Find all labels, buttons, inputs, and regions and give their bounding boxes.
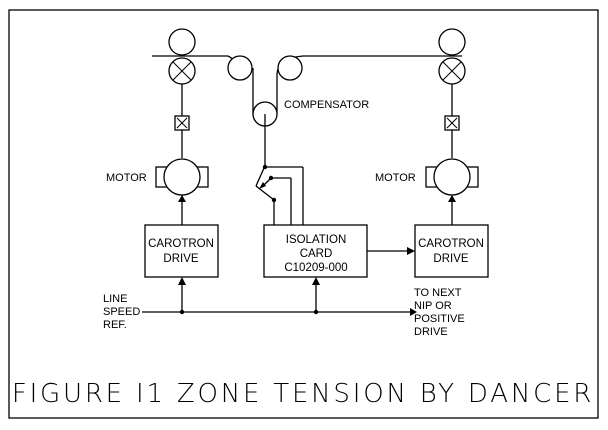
card-ref-arrow (312, 277, 320, 285)
pot-terminal-wiper (268, 175, 274, 181)
card-junction (313, 309, 319, 315)
left-ref-arrow (178, 277, 186, 285)
line-speed-label-1: LINE (103, 293, 127, 305)
isolation-label-1: ISOLATION (286, 234, 347, 246)
card-to-drive-arrow (407, 247, 415, 255)
right-drive-label-1: CAROTRON (418, 238, 484, 250)
right-top-roll (438, 28, 466, 56)
to-next-label-1: TO NEXT (414, 287, 462, 299)
border-frame (8, 9, 599, 419)
pot-arm-upper (255, 167, 265, 187)
line-speed-label-2: SPEED (103, 306, 140, 318)
left-top-roll (168, 28, 196, 56)
line-speed-bus-arrow (410, 308, 417, 316)
left-roll-cross-b (172, 61, 192, 81)
to-next-label-4: DRIVE (414, 326, 448, 338)
pot-wiper-arrow (259, 182, 266, 189)
left-drive-label-1: CAROTRON (148, 238, 214, 250)
left-motor-arrow (178, 195, 186, 202)
idler-roll-left (227, 55, 253, 81)
right-drive-label-2: DRIVE (433, 253, 468, 265)
left-carotron-drive (144, 224, 219, 278)
left-drive-label-2: DRIVE (163, 253, 198, 265)
pot-arm-lower (255, 185, 275, 201)
left-coupling-x-b (176, 117, 188, 129)
line-speed-label-3: REF. (103, 319, 127, 331)
compensator-label: COMPENSATOR (284, 99, 369, 111)
to-next-label-2: NIP OR (414, 300, 452, 312)
isolation-label-3: C10209-000 (284, 262, 347, 274)
figure-caption: FIGURE I1 ZONE TENSION BY DANCER (12, 379, 594, 409)
idler-roll-right (277, 55, 303, 81)
motor-right-label: MOTOR (375, 172, 416, 184)
to-next-label-3: POSITIVE (414, 313, 465, 325)
isolation-label-2: CARD (300, 248, 333, 260)
left-motor (163, 158, 201, 196)
motor-left-label: MOTOR (106, 172, 147, 184)
right-motor-arrow (448, 195, 456, 202)
right-roll-cross-b (442, 61, 462, 81)
right-carotron-drive (414, 224, 489, 278)
left-junction (179, 309, 185, 315)
right-motor (433, 158, 471, 196)
pot-terminal-bottom (271, 197, 277, 203)
right-coupling-x-b (446, 117, 458, 129)
isolation-card-box (263, 224, 368, 278)
